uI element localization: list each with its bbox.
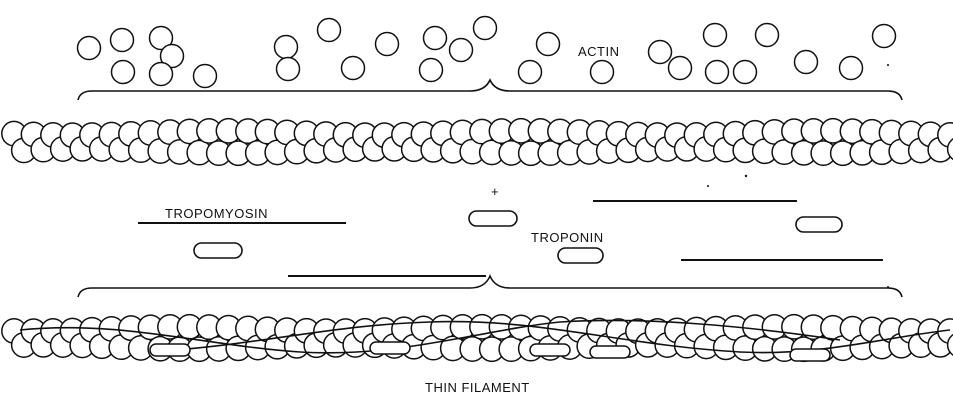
actin-monomer: [112, 61, 135, 84]
actin-monomer: [78, 37, 101, 60]
troponin-label: TROPONIN: [531, 230, 604, 245]
actin-monomer: [669, 57, 692, 80]
actin-monomer: [795, 51, 818, 74]
actin-monomer: [734, 61, 757, 84]
actin-monomer: [591, 61, 614, 84]
actin-monomer: [756, 24, 779, 47]
actin-monomer: [474, 17, 497, 40]
actin-label: ACTIN: [578, 44, 620, 59]
actin-monomer: [318, 19, 341, 42]
lower-brace: [78, 276, 902, 297]
actin-monomer: [376, 33, 399, 56]
troponin-molecule: [590, 346, 630, 358]
troponin-molecule: [469, 211, 517, 226]
troponin-molecule: [370, 342, 410, 354]
troponin-molecule: [558, 248, 603, 263]
troponin-molecule: [530, 344, 570, 356]
thin-filament-label: THIN FILAMENT: [425, 380, 530, 395]
free-actin-monomers: [78, 17, 896, 88]
actin-monomer: [706, 61, 729, 84]
actin-monomer: [704, 24, 727, 47]
actin-monomer: [450, 39, 473, 62]
actin-monomer: [537, 33, 560, 56]
actin-monomer: [342, 57, 365, 80]
troponin-molecule: [796, 217, 842, 232]
actin-monomer: [277, 58, 300, 81]
actin-monomer: [649, 41, 672, 64]
tropomyosin-label: TROPOMYOSIN: [165, 206, 268, 221]
troponin-molecule: [150, 344, 190, 356]
troponin-molecule: [790, 349, 830, 361]
speck: [887, 286, 889, 288]
actin-monomer: [275, 36, 298, 59]
actin-double-helix: [2, 119, 953, 166]
speck: [745, 175, 747, 177]
speck: [887, 64, 889, 66]
speck: [707, 185, 709, 187]
actin-monomer: [420, 59, 443, 82]
actin-monomer: [150, 63, 173, 86]
actin-monomer: [111, 29, 134, 52]
troponin-molecule: [194, 243, 242, 258]
actin-monomer: [873, 25, 896, 48]
actin-monomer: [424, 27, 447, 50]
assembled-thin-filament: [2, 315, 953, 362]
actin-monomer: [194, 65, 217, 88]
actin-monomer: [519, 61, 542, 84]
actin-monomer: [840, 57, 863, 80]
plus-sign: +: [491, 184, 499, 199]
